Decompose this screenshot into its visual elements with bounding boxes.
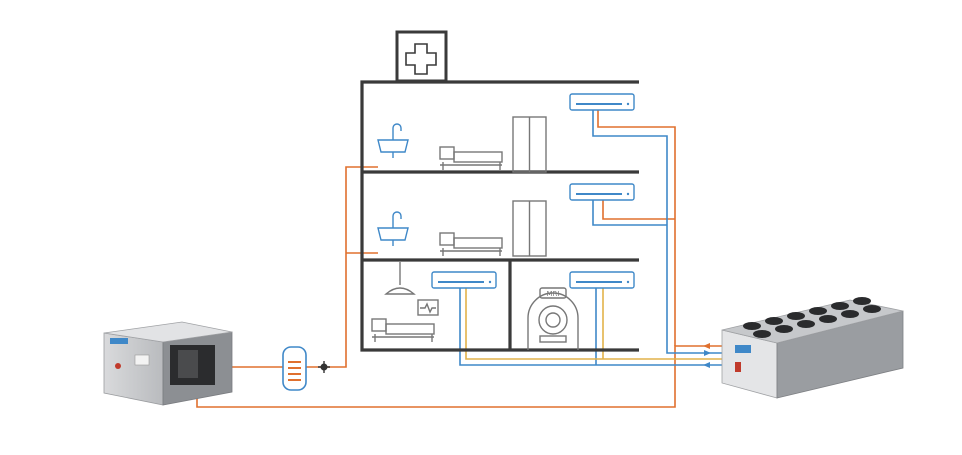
water-heat-pump-unit (103, 321, 233, 406)
pump-icon (318, 361, 330, 373)
chiller-fan (819, 315, 837, 323)
hot-water-loop-bottom (196, 345, 722, 408)
fan-coil-units (431, 93, 635, 289)
hospital-building (360, 30, 639, 352)
chiller-fan (765, 317, 783, 325)
ceiling-lamp-icon (384, 262, 416, 295)
wardrobe-icon (512, 116, 547, 173)
building-outline (360, 80, 639, 352)
flow-arrow-cold-2 (703, 362, 710, 368)
chiller-fan (797, 320, 815, 328)
storage-tank-icon (282, 346, 307, 391)
chilled-return-ground-loop (465, 287, 722, 360)
chiller-fan (853, 297, 871, 305)
chiller-fan (775, 325, 793, 333)
hot-water-riser-right (597, 110, 676, 346)
flow-arrow-cold (704, 350, 711, 356)
chiller-fan (809, 307, 827, 315)
bed-icon (439, 146, 503, 170)
chiller-fan (863, 305, 881, 313)
fan-coil-unit-icon (569, 183, 635, 201)
mri-label: MRI (547, 290, 560, 298)
fan-coil-unit-icon (431, 271, 497, 289)
chiller-fan (743, 322, 761, 330)
sink-icon (377, 123, 409, 158)
flow-arrow-hot (703, 343, 710, 349)
heart-monitor-icon (417, 299, 439, 316)
hospital-cross-icon (405, 43, 437, 75)
chiller-fan (787, 312, 805, 320)
fan-coil-unit-icon (569, 93, 635, 111)
mri-scanner-icon (527, 287, 579, 350)
chiller-fan (753, 330, 771, 338)
fan-coil-unit-icon (569, 271, 635, 289)
chiller-fan (831, 302, 849, 310)
chiller-fan (841, 310, 859, 318)
chilled-supply-branch-floor2 (592, 200, 667, 226)
sink-icon (377, 211, 409, 246)
wardrobe-icon (512, 200, 547, 257)
air-cooled-chiller-unit (721, 297, 904, 399)
hot-water-branch-floor2 (602, 200, 675, 220)
bed-icon (439, 232, 503, 256)
hot-water-pipe-tank-riser (306, 166, 378, 368)
bed-icon (371, 318, 435, 342)
chilled-supply-riser (592, 110, 722, 354)
chilled-supply-ground-loop (459, 287, 722, 366)
